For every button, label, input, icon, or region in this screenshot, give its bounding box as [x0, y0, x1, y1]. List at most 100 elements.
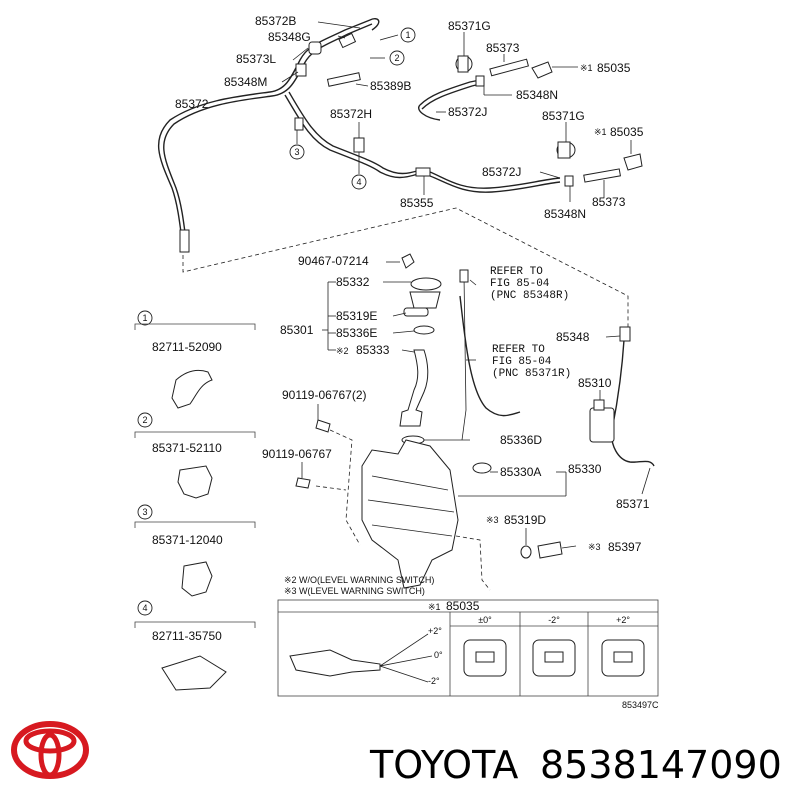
callout-part-4: 4 82711-35750: [134, 600, 256, 691]
label-ast1-a: ※1: [580, 63, 593, 73]
connector-minus-key: [544, 651, 564, 663]
label-85336D: 85336D: [500, 433, 542, 447]
label-90119-b: 90119-06767: [262, 447, 332, 461]
strainer-85319E: [403, 307, 429, 317]
label-85371G-a: 85371G: [448, 19, 491, 33]
callout-part-1: 1 82711-52090: [134, 310, 256, 409]
label-85397: 85397: [608, 540, 642, 554]
pump-outlet: [593, 399, 605, 411]
label-82711-35750: 82711-35750: [152, 629, 222, 643]
hose-clamp-82711-52090: [171, 369, 213, 409]
label-90119-a: 90119-06767(2): [282, 388, 367, 402]
label-85372J-b: 85372J: [482, 165, 521, 179]
clip-85373L: [308, 41, 322, 55]
callout-3-side: 3: [142, 507, 147, 517]
label-85348G: 85348G: [268, 30, 311, 44]
sleeve-85389B: [326, 72, 361, 87]
callout-part-3: 3 85371-12040: [134, 504, 256, 597]
label-85035-b: 85035: [610, 125, 644, 139]
bolt-90119-a: [315, 419, 331, 433]
check-valve-body-lower: [557, 141, 571, 159]
callout-2-side: 2: [142, 415, 147, 425]
label-85330: 85330: [568, 462, 602, 476]
label-85372B: 85372B: [255, 14, 296, 28]
label-refer1-b: FIG 85-04: [490, 278, 550, 290]
pump-85310: [589, 407, 615, 443]
joint-85348N-lower: [564, 175, 574, 187]
table-ast1: ※1: [428, 602, 441, 612]
label-85310: 85310: [578, 376, 612, 390]
nozzle-85355: [415, 167, 431, 177]
callout-3-top: 3: [294, 147, 299, 157]
part-number: 8538147090: [540, 743, 782, 787]
callout-1-side: 1: [142, 313, 147, 323]
label-85336E: 85336E: [336, 326, 377, 340]
cap-85332: [410, 277, 442, 291]
toyota-logo: [11, 721, 89, 779]
label-ast2: ※2: [336, 346, 349, 356]
label-85372: 85372: [175, 97, 209, 111]
filler-pipe-85333: [399, 349, 429, 427]
fig-minus2: -2°: [428, 676, 440, 686]
grommet-85319D: [520, 545, 532, 559]
callout-2-top: 2: [394, 53, 399, 63]
nozzle-85035-lower: [623, 153, 643, 171]
nozzle-85035-upper: [531, 61, 553, 79]
table-col-minus: -2°: [548, 615, 560, 625]
clip-small: [294, 117, 304, 131]
grommet-85336E: [413, 325, 435, 335]
label-85319E: 85319E: [336, 309, 377, 323]
clamp-82711-35750: [161, 655, 227, 691]
washer-tank-85330: [361, 439, 459, 589]
label-85348: 85348: [556, 330, 590, 344]
grommet-85330A: [472, 462, 492, 474]
clip-90467: [401, 253, 415, 269]
note-wo-switch: ※2 W/O(LEVEL WARNING SWITCH): [284, 575, 434, 585]
callout-4-top: 4: [356, 177, 361, 187]
table-col-zero: ±0°: [478, 615, 492, 625]
brand-name: TOYOTA: [369, 743, 518, 787]
label-85348M: 85348M: [224, 75, 267, 89]
connector-zero-key: [475, 651, 495, 663]
label-85355: 85355: [400, 196, 434, 210]
label-ast3-a: ※3: [486, 515, 499, 525]
cap-body: [409, 291, 441, 309]
callout-1-top: 1: [405, 30, 410, 40]
fig-zero: 0°: [434, 650, 443, 660]
label-85332: 85332: [336, 275, 370, 289]
label-85372J-a: 85372J: [448, 105, 487, 119]
fig-plus2: +2°: [428, 626, 442, 636]
table-col-plus: +2°: [616, 615, 630, 625]
label-85371-52110: 85371-52110: [152, 441, 222, 455]
label-85319D: 85319D: [504, 513, 546, 527]
label-ast1-b: ※1: [594, 127, 607, 137]
table-header-85035: 85035: [446, 599, 480, 613]
label-90467: 90467-07214: [298, 254, 369, 268]
callout-part-2: 2 85371-52110: [134, 412, 256, 499]
bolt-90119-b: [295, 477, 311, 489]
joint-85348M: [295, 63, 307, 77]
tube-85373-lower: [583, 168, 622, 183]
label-85330A: 85330A: [500, 465, 541, 479]
label-85301: 85301: [280, 323, 314, 337]
clip-85372H: [353, 137, 365, 153]
connector-85348G: [338, 32, 357, 49]
joint-85348N-upper: [475, 75, 485, 87]
label-85389B: 85389B: [370, 79, 411, 93]
figure-number: 853497C: [622, 700, 659, 710]
label-85348N-a: 85348N: [516, 88, 558, 102]
label-refer2-a: REFER TO: [492, 344, 545, 356]
label-85371G-b: 85371G: [542, 109, 585, 123]
label-refer2-c: (PNC 85371R): [492, 368, 571, 380]
label-85035-a: 85035: [597, 61, 631, 75]
label-85373-b: 85373: [592, 195, 626, 209]
label-85371: 85371: [616, 497, 650, 511]
label-85373L: 85373L: [236, 52, 276, 66]
check-valve-body: [457, 55, 469, 73]
level-gauge: [459, 269, 469, 283]
label-82711-52090: 82711-52090: [152, 340, 222, 354]
label-85373-a: 85373: [486, 41, 520, 55]
tube-85373-upper: [489, 58, 530, 77]
